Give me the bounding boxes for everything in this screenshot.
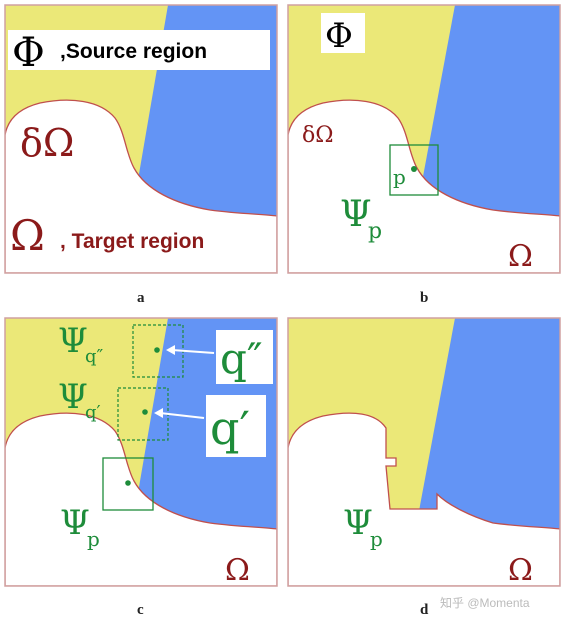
panel-a-frame	[4, 4, 278, 274]
patch-psi-p	[389, 144, 439, 196]
delta-omega-symbol: δΩ	[302, 123, 334, 148]
watermark: 知乎 @Momenta	[440, 596, 530, 610]
omega-symbol: Ω	[508, 239, 533, 274]
caption-d: d	[420, 602, 429, 618]
point-p-label: p	[393, 165, 406, 189]
psi-p-subscript: p	[87, 527, 100, 551]
delta-omega-symbol: δΩ	[20, 121, 74, 165]
caption-b: b	[420, 290, 428, 306]
arrow-q1	[159, 412, 205, 419]
source-region-label: ,Source region	[60, 40, 207, 63]
point-p	[125, 480, 131, 486]
panel-c-frame	[4, 317, 278, 587]
omega-symbol: Ω	[225, 553, 250, 588]
target-region-label: , Target region	[60, 230, 204, 253]
phi-symbol: Φ	[325, 16, 353, 56]
psi-q1-subscript: q′	[85, 402, 101, 423]
point-p	[411, 166, 417, 172]
arrowhead-q1	[154, 408, 163, 418]
psi-subscript: p	[370, 527, 383, 551]
phi-label-box	[321, 13, 365, 53]
arrow-q2	[171, 349, 215, 354]
panel-b-frame	[287, 4, 561, 274]
point-q2	[154, 347, 160, 353]
patch-psi-p	[102, 457, 154, 511]
omega-symbol: Ω	[10, 211, 45, 260]
panel-d	[288, 318, 560, 586]
target-region	[5, 99, 277, 273]
source-label-box	[8, 30, 270, 70]
panel-d-frame	[287, 317, 561, 587]
caption-a: a	[137, 290, 145, 306]
callout-q1: q′	[210, 401, 250, 455]
callout-q2-box	[216, 330, 273, 384]
panel-b	[288, 5, 560, 273]
psi-symbol: Ψ	[343, 503, 373, 543]
psi-q2-subscript: q″	[85, 346, 104, 367]
omega-symbol: Ω	[508, 553, 533, 588]
caption-c: c	[137, 602, 144, 618]
target-region-filled	[288, 412, 560, 586]
phi-symbol: Φ	[12, 30, 45, 76]
target-region	[288, 99, 560, 273]
psi-p-symbol: Ψ	[60, 503, 90, 543]
psi-symbol: Ψ	[340, 194, 372, 235]
target-region	[5, 412, 277, 586]
arrowhead-q2	[166, 345, 175, 355]
point-q1	[142, 409, 148, 415]
psi-q1-symbol: Ψ	[58, 377, 88, 417]
callout-q1-box	[206, 395, 266, 457]
callout-q2: q″	[220, 334, 263, 383]
psi-subscript: p	[368, 219, 382, 244]
psi-q2-symbol: Ψ	[58, 321, 88, 361]
